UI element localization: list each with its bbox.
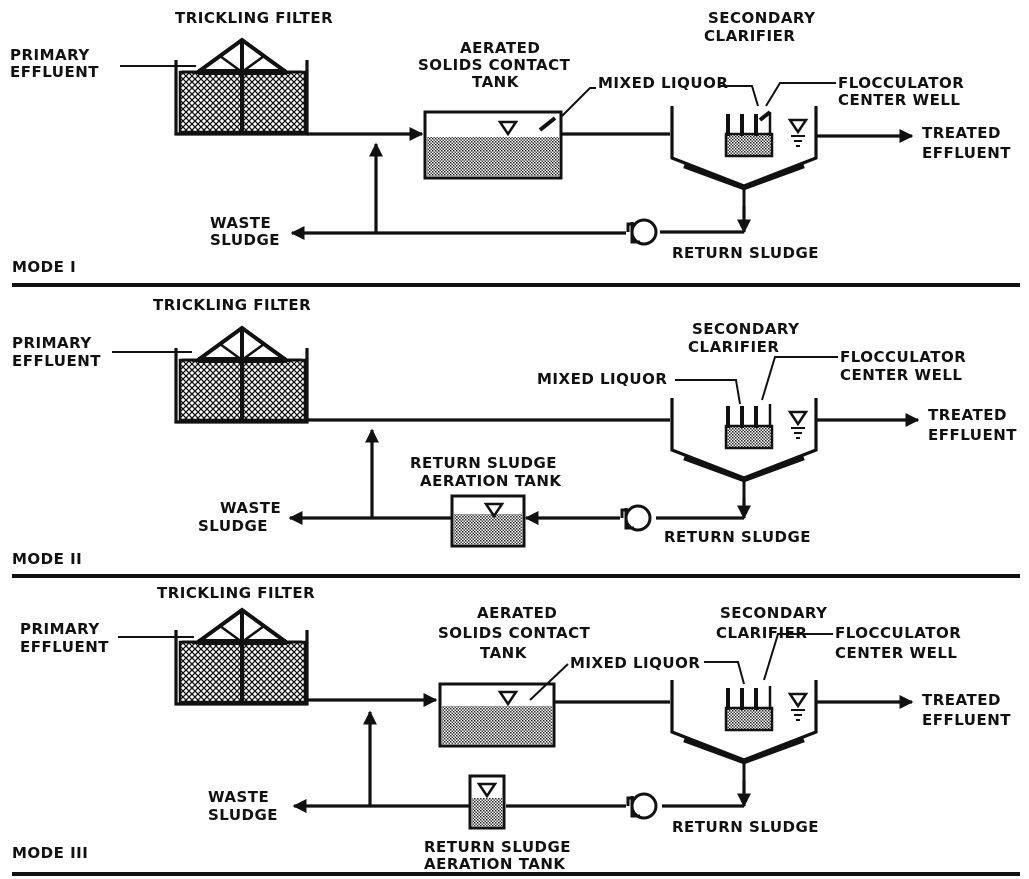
mixed-liquor-pointer <box>538 116 557 132</box>
treated-effluent-label-line2: EFFLUENT <box>922 711 1011 729</box>
mode-label: MODE III <box>12 844 88 862</box>
secondary-clarifier-label-line2: CLARIFIER <box>688 338 779 356</box>
aerated-tank-label-line3: TANK <box>480 644 528 662</box>
mixed-liquor-leader-b <box>704 661 745 685</box>
secondary-clarifier-symbol <box>672 680 816 780</box>
return-pump-icon <box>620 504 652 532</box>
primary-effluent-label-line2: EFFLUENT <box>12 352 101 370</box>
mode-label: MODE I <box>12 258 76 276</box>
aerated-tank-label: AERATED <box>477 604 557 622</box>
secondary-clarifier-label: SECONDARY <box>708 9 816 27</box>
aerated-tank-label: AERATED <box>460 39 540 57</box>
primary-effluent-label-line2: EFFLUENT <box>10 63 99 81</box>
aeration-tank-contents <box>472 798 502 826</box>
mode-label: MODE II <box>12 550 82 568</box>
flocculator-label: FLOCCULATOR <box>840 348 966 366</box>
trickling-filter-label: TRICKLING FILTER <box>153 296 311 314</box>
secondary-clarifier-label-line2: CLARIFIER <box>704 27 795 45</box>
flocculator-leader <box>761 356 838 401</box>
treated-effluent-label: TREATED <box>922 124 1001 142</box>
waste-sludge-label: WASTE <box>220 499 281 517</box>
waste-sludge-label: WASTE <box>210 214 271 232</box>
return-aeration-label-line2: AERATION TANK <box>424 855 566 873</box>
flocculator-leader <box>765 82 836 107</box>
mode-3-panel: TRICKLING FILTER PRIMARY EFFLUENT AERATE… <box>12 584 1011 873</box>
mixed-liquor-leader-a <box>559 87 596 119</box>
mixed-liquor-leader-b <box>720 85 759 107</box>
waste-sludge-label-line2: SLUDGE <box>210 231 280 249</box>
mixed-liquor-label: MIXED LIQUOR <box>570 654 700 672</box>
flocculator-leader <box>763 633 833 681</box>
return-pump-icon <box>626 218 658 246</box>
flocculator-label-line2: CENTER WELL <box>838 91 960 109</box>
mixed-liquor-label: MIXED LIQUOR <box>537 370 667 388</box>
waste-sludge-label: WASTE <box>208 788 269 806</box>
secondary-clarifier-label-line2: CLARIFIER <box>716 624 807 642</box>
mode-2-panel: TRICKLING FILTER PRIMARY EFFLUENT SECOND… <box>12 296 1017 568</box>
return-sludge-label: RETURN SLUDGE <box>672 244 819 262</box>
aerated-tank-contents <box>427 137 559 176</box>
trickling-filter-label: TRICKLING FILTER <box>157 584 315 602</box>
waste-sludge-label-line2: SLUDGE <box>208 806 278 824</box>
treated-effluent-label: TREATED <box>922 691 1001 709</box>
return-pump-icon <box>626 792 658 820</box>
treated-effluent-label-line2: EFFLUENT <box>922 144 1011 162</box>
aerated-tank-label-line2: SOLIDS CONTACT <box>418 56 571 74</box>
return-aeration-label-line2: AERATION TANK <box>420 472 562 490</box>
treated-effluent-label-line2: EFFLUENT <box>928 426 1017 444</box>
primary-effluent-label: PRIMARY <box>12 334 92 352</box>
secondary-clarifier-symbol <box>672 398 816 498</box>
flocculator-label: FLOCCULATOR <box>835 624 961 642</box>
primary-effluent-label: PRIMARY <box>10 46 90 64</box>
secondary-clarifier-label: SECONDARY <box>692 320 800 338</box>
primary-effluent-label-line2: EFFLUENT <box>20 638 109 656</box>
aeration-tank-contents <box>454 514 522 544</box>
flocculator-label-line2: CENTER WELL <box>835 644 957 662</box>
secondary-clarifier-symbol <box>672 106 816 206</box>
secondary-clarifier-label: SECONDARY <box>720 604 828 622</box>
mode-1-panel: TRICKLING FILTER PRIMARY EFFLUENT AERATE… <box>10 9 1011 276</box>
return-aeration-label: RETURN SLUDGE <box>410 454 557 472</box>
center-well-marker <box>758 110 772 122</box>
trickling-filter-symbol <box>176 610 307 704</box>
trickling-filter-symbol <box>176 328 307 422</box>
aerated-tank-contents <box>442 706 552 744</box>
aerated-tank-label-line3: TANK <box>472 73 520 91</box>
return-aeration-label: RETURN SLUDGE <box>424 838 571 856</box>
flocculator-label-line2: CENTER WELL <box>840 366 962 384</box>
trickling-filter-label: TRICKLING FILTER <box>175 9 333 27</box>
mixed-liquor-label: MIXED LIQUOR <box>598 74 728 92</box>
primary-effluent-label: PRIMARY <box>20 620 100 638</box>
trickling-filter-symbol <box>176 40 307 134</box>
mixed-liquor-leader <box>675 379 741 405</box>
flocculator-label: FLOCCULATOR <box>838 74 964 92</box>
mixed-liquor-leader-a <box>529 663 569 701</box>
waste-sludge-label-line2: SLUDGE <box>198 517 268 535</box>
treated-effluent-label: TREATED <box>928 406 1007 424</box>
return-sludge-label: RETURN SLUDGE <box>672 818 819 836</box>
return-sludge-label: RETURN SLUDGE <box>664 528 811 546</box>
aerated-tank-label-line2: SOLIDS CONTACT <box>438 624 591 642</box>
